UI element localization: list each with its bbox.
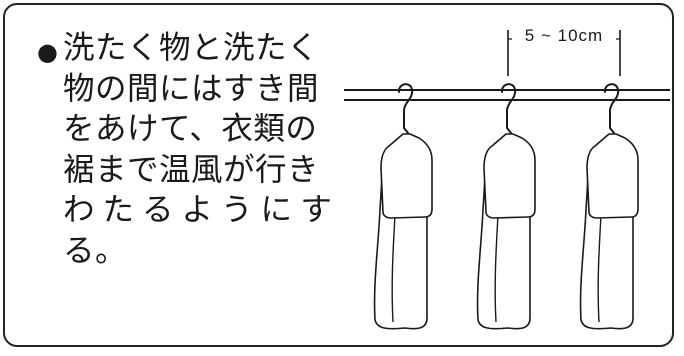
dimension-label-bg (512, 24, 616, 46)
instruction-line-4: 裾まで温風が行き (63, 151, 320, 188)
instruction-line-5: わたるようにす (63, 192, 340, 228)
instruction-text: ● 洗たく物と洗たく 物の間にはすき間 をあけて、衣類の 裾まで温風が行き わた… (37, 28, 340, 271)
garment-folded-flap (483, 133, 536, 219)
garment-fold-line (391, 214, 396, 323)
hanger-hook-icon (398, 83, 414, 134)
garment-folded-flap (586, 133, 639, 219)
instruction-line-2: 物の間にはすき間 (63, 70, 320, 107)
hanging-garment-1 (373, 83, 433, 330)
spacing-dimension: 5 ~ 10cm (507, 24, 621, 76)
garment-fold-line (494, 214, 499, 323)
dimension-label: 5 ~ 10cm (525, 26, 603, 45)
garments-group (373, 83, 639, 330)
instruction-line-3: をあけて、衣類の (63, 111, 318, 147)
bullet-icon: ● (37, 38, 59, 66)
garment-folded-flap (380, 133, 433, 219)
instruction-line-1: 洗たく物と洗たく (63, 30, 320, 66)
hanging-garment-3 (579, 83, 639, 330)
garment-fold-line (597, 214, 602, 323)
hanging-garment-2 (476, 83, 536, 330)
instruction-line-6: る。 (63, 232, 128, 269)
hanger-hook-icon (501, 83, 517, 134)
instruction-panel (3, 3, 674, 347)
hanger-hook-icon (604, 83, 620, 134)
